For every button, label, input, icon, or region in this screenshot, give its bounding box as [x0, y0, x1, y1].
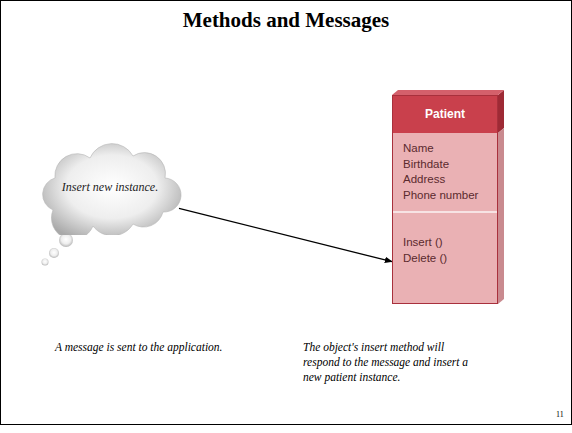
slide-border: [1, 1, 572, 425]
caption-text: A message is sent to the application.: [55, 340, 275, 355]
method-name: Insert (): [403, 235, 487, 251]
page-number: 11: [556, 410, 570, 419]
attribute-name: Birthdate: [403, 157, 487, 173]
thought-bubble: [59, 233, 73, 247]
box-side: [498, 90, 504, 133]
message-text: Insert new instance.: [48, 180, 172, 195]
thought-bubble: [42, 259, 49, 266]
attribute-name: Address: [403, 172, 487, 188]
caption-text: The object's insert method will respond …: [303, 340, 475, 385]
method-name: Delete (): [403, 251, 487, 267]
method-compartment: Insert ()Delete (): [393, 211, 497, 303]
box-side: [498, 128, 504, 304]
attribute-name: Name: [403, 141, 487, 157]
thought-bubble: [49, 248, 59, 258]
class-name: Patient: [393, 96, 497, 133]
message-arrow: [179, 208, 392, 261]
attribute-name: Phone number: [403, 188, 487, 204]
class-box: PatientNameBirthdateAddressPhone numberI…: [392, 95, 498, 304]
slide-title: Methods and Messages: [0, 8, 572, 33]
attribute-compartment: NameBirthdateAddressPhone number: [393, 133, 497, 211]
message-cloud: Insert new instance.: [35, 140, 185, 235]
